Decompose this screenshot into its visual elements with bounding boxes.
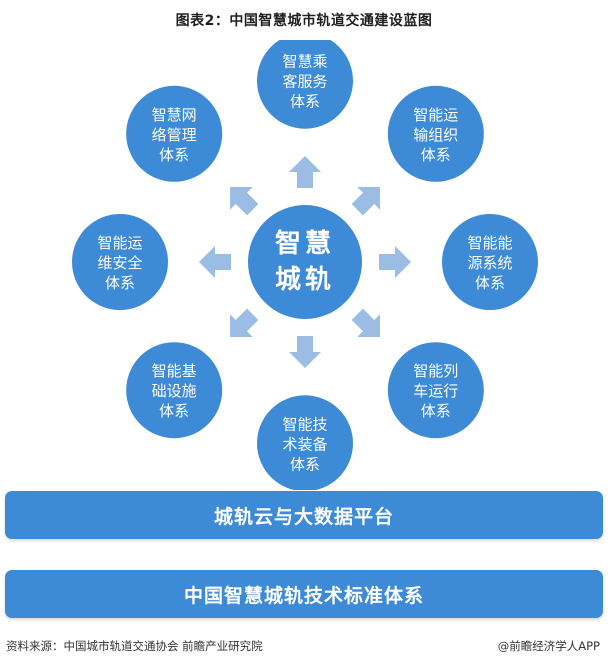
subsystem-label-line: 体系 [159, 146, 189, 164]
cloud-platform-bar: 城轨云与大数据平台 [5, 491, 603, 539]
subsystem-label-line: 智慧乘 [282, 53, 327, 71]
subsystem-label-line: 术装备 [282, 435, 327, 453]
subsystem-label-line: 客服务 [282, 73, 327, 91]
credit-note: @前瞻经济学人APP [497, 639, 600, 653]
subsystem-label-line: 智能能 [467, 234, 512, 252]
subsystem-circle [126, 342, 223, 439]
subsystem-label-line: 智能列 [413, 362, 458, 380]
direction-arrow [289, 336, 321, 368]
subsystem-label-line: 智能基 [152, 362, 197, 380]
blueprint-diagram: 智慧乘客服务体系智能运输组织体系智能能源系统体系智能列车运行体系智能技术装备体系… [72, 40, 538, 490]
subsystem-circle [126, 85, 223, 182]
subsystem-label-line: 体系 [159, 402, 189, 420]
subsystem-label-line: 体系 [105, 274, 135, 292]
subsystem-label-line: 智能运 [413, 106, 458, 124]
subsystem-circle [257, 40, 353, 129]
subsystem-label-line: 体系 [290, 93, 320, 111]
direction-arrow [351, 187, 380, 216]
direction-arrow [230, 187, 259, 216]
subsystem-label-line: 智能技 [282, 415, 327, 433]
subsystem-label-line: 智慧网 [152, 106, 197, 124]
subsystem-label-line: 体系 [290, 455, 320, 473]
arrows-layer [199, 156, 411, 368]
direction-arrow [289, 156, 321, 188]
subsystem-label-line: 源系统 [467, 254, 512, 272]
subsystem-circle [257, 395, 353, 490]
subsystem-circle [387, 342, 484, 439]
subsystem-label-line: 础设施 [152, 382, 197, 400]
direction-arrow [379, 246, 411, 278]
subsystem-label-line: 输组织 [413, 126, 458, 144]
subsystem-label-line: 维安全 [97, 254, 142, 272]
center-node: 智慧 城轨 [248, 205, 362, 319]
direction-arrow [230, 308, 259, 337]
source-note: 资料来源：中国城市轨道交通协会 前瞻产业研究院 [6, 639, 263, 653]
subsystem-label-line: 体系 [475, 274, 505, 292]
subsystem-circle [442, 214, 538, 310]
direction-arrow [199, 246, 231, 278]
subsystem-label-line: 智能运 [97, 234, 142, 252]
subsystem-circle [72, 214, 168, 310]
nodes-layer: 智慧乘客服务体系智能运输组织体系智能能源系统体系智能列车运行体系智能技术装备体系… [72, 40, 538, 490]
figure-title: 图表2：中国智慧城市轨道交通建设蓝图 [175, 13, 433, 29]
subsystem-label-line: 体系 [421, 146, 451, 164]
center-label-line1: 智慧 [275, 229, 335, 259]
subsystem-label-line: 体系 [421, 402, 451, 420]
subsystem-label-line: 车运行 [413, 382, 458, 400]
center-circle [248, 205, 362, 319]
subsystem-label-line: 络管理 [152, 126, 197, 144]
center-label-line2: 城轨 [275, 265, 335, 295]
subsystem-circle [387, 85, 484, 182]
technical-standard-bar: 中国智慧城轨技术标准体系 [5, 570, 603, 618]
direction-arrow [351, 308, 380, 337]
